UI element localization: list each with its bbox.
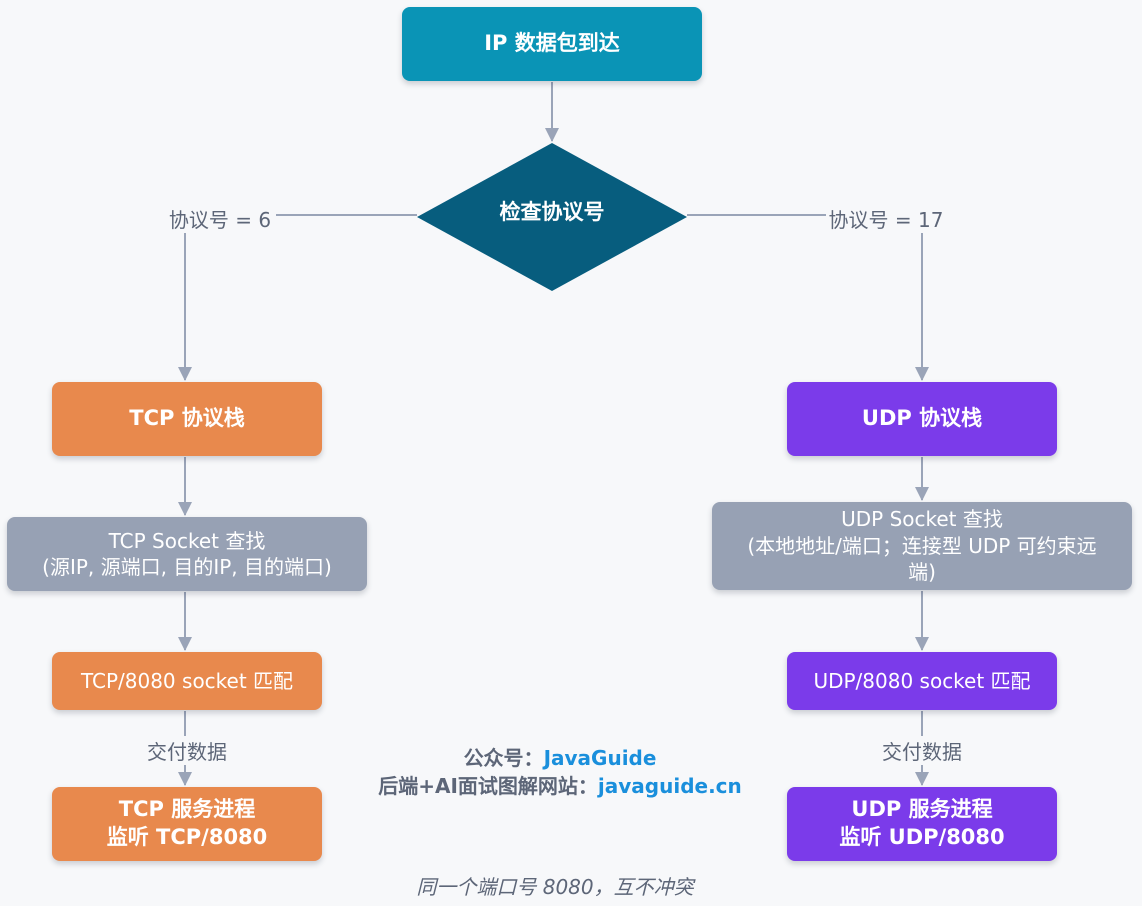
node-udp-service-line-1: UDP 服务进程	[851, 797, 993, 822]
node-udp-socket-lookup-line-1: UDP Socket 查找	[841, 507, 1003, 532]
node-udp-socket-match: UDP/8080 socket 匹配	[787, 652, 1057, 710]
node-ip-packet-arrival-label: IP 数据包到达	[484, 31, 620, 56]
edge-label-udp-deliver: 交付数据	[865, 736, 979, 765]
node-udp-stack: UDP 协议栈	[787, 382, 1057, 456]
watermark-line-1: 公众号：JavaGuide	[360, 744, 760, 772]
node-tcp-socket-match-label: TCP/8080 socket 匹配	[80, 668, 294, 693]
node-tcp-service-line-1: TCP 服务进程	[118, 797, 256, 822]
node-check-protocol-label: 检查协议号	[499, 200, 605, 224]
watermark-line-2: 后端+AI面试图解网站：javaguide.cn	[360, 772, 760, 800]
node-udp-stack-label: UDP 协议栈	[861, 406, 983, 431]
node-udp-socket-lookup-line-3: 端)	[908, 560, 936, 585]
node-udp-socket-lookup: UDP Socket 查找 (本地地址/端口；连接型 UDP 可约束远 端)	[712, 502, 1132, 590]
node-tcp-service-line-2: 监听 TCP/8080	[106, 825, 268, 849]
edge-check-to-udp	[687, 214, 929, 381]
watermark: 公众号：JavaGuide 后端+AI面试图解网站：javaguide.cn	[360, 744, 760, 800]
node-tcp-socket-lookup-line-1: TCP Socket 查找	[108, 528, 266, 553]
watermark-site-link[interactable]: javaguide.cn	[597, 774, 742, 798]
node-tcp-socket-lookup-line-2: (源IP, 源端口, 目的IP, 目的端口)	[42, 555, 332, 579]
decision-diamond	[417, 143, 687, 291]
watermark-wechat-label: 公众号：	[463, 746, 544, 770]
node-udp-socket-match-label: UDP/8080 socket 匹配	[813, 668, 1031, 693]
node-udp-service-process: UDP 服务进程 监听 UDP/8080	[787, 787, 1057, 861]
edge-label-protocol-6: 协议号 = 6	[164, 204, 276, 233]
node-tcp-socket-lookup: TCP Socket 查找 (源IP, 源端口, 目的IP, 目的端口)	[7, 517, 367, 591]
node-ip-packet-arrival: IP 数据包到达	[402, 7, 702, 81]
edge-label-protocol-17: 协议号 = 17	[826, 204, 946, 233]
node-tcp-socket-match: TCP/8080 socket 匹配	[52, 652, 322, 710]
edge-check-to-tcp	[178, 214, 417, 381]
node-tcp-stack: TCP 协议栈	[52, 382, 322, 456]
node-udp-socket-lookup-line-2: (本地地址/端口；连接型 UDP 可约束远	[747, 533, 1097, 558]
diagram-caption: 同一个端口号 8080，互不冲突	[416, 875, 694, 899]
watermark-wechat-value: JavaGuide	[543, 746, 657, 770]
node-tcp-stack-label: TCP 协议栈	[129, 406, 245, 431]
node-tcp-service-process: TCP 服务进程 监听 TCP/8080	[52, 787, 322, 861]
node-udp-service-line-2: 监听 UDP/8080	[839, 825, 1005, 849]
watermark-site-label: 后端+AI面试图解网站：	[378, 774, 598, 798]
edge-label-tcp-deliver: 交付数据	[130, 736, 244, 765]
